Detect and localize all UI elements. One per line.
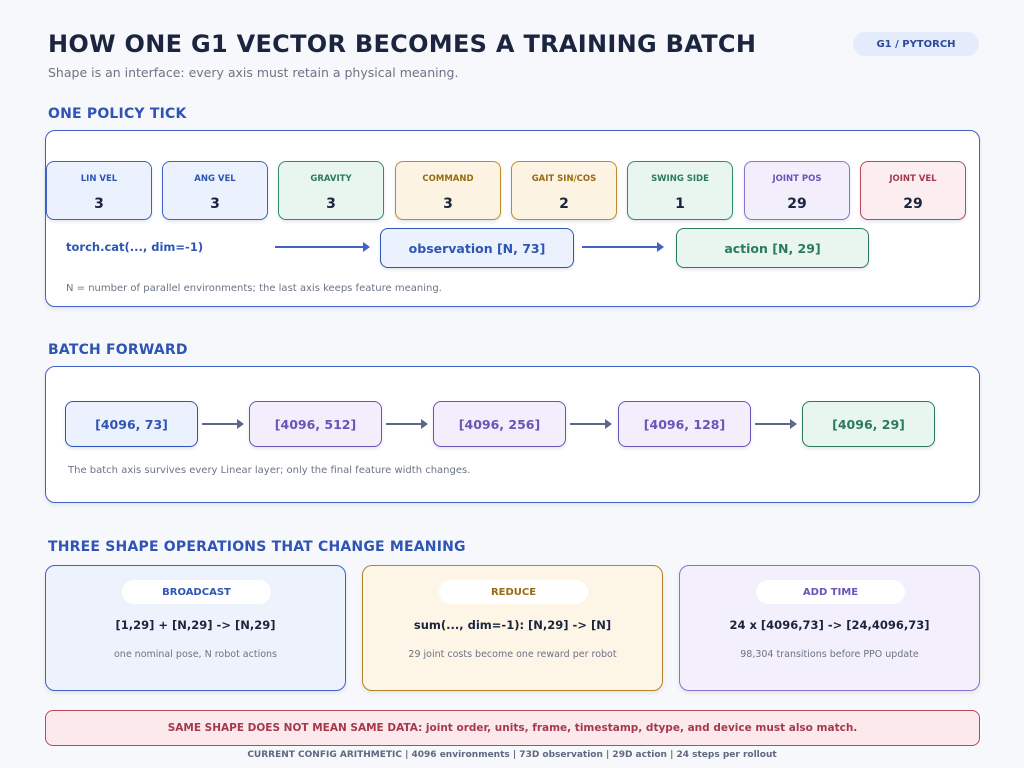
feature-joint-vel: JOINT VEL 29: [860, 161, 966, 220]
section-title-policy-tick: ONE POLICY TICK: [48, 106, 187, 122]
feature-swing-side: SWING SIDE 1: [627, 161, 733, 220]
feature-joint-pos: JOINT POS 29: [744, 161, 850, 220]
policy-tick-note: N = number of parallel environments; the…: [66, 283, 442, 294]
feature-ang-vel: ANG VEL 3: [162, 161, 268, 220]
concat-label: torch.cat(..., dim=-1): [66, 240, 204, 254]
feature-dim: 2: [559, 196, 569, 212]
section-title-batch-forward: BATCH FORWARD: [48, 342, 188, 358]
operation-card-reduce: REDUCE sum(..., dim=-1): [N,29] -> [N] 2…: [362, 565, 663, 691]
feature-name: COMMAND: [422, 174, 474, 184]
arrow-icon: [275, 242, 370, 252]
operation-expression: sum(..., dim=-1): [N,29] -> [N]: [413, 618, 612, 632]
page-title: HOW ONE G1 VECTOR BECOMES A TRAINING BAT…: [48, 30, 757, 58]
observation-box: observation [N, 73]: [380, 228, 574, 268]
feature-gravity: GRAVITY 3: [278, 161, 384, 220]
feature-name: GRAVITY: [310, 174, 352, 184]
operation-expression: [1,29] + [N,29] -> [N,29]: [115, 618, 276, 632]
feature-dim: 1: [675, 196, 685, 212]
feature-dim: 29: [787, 196, 807, 212]
operation-label: ADD TIME: [756, 580, 905, 604]
arrow-icon: [386, 419, 428, 429]
feature-dim: 3: [326, 196, 336, 212]
feature-dim: 29: [903, 196, 923, 212]
shape-box-hidden-256: [4096, 256]: [433, 401, 566, 447]
batch-forward-note: The batch axis survives every Linear lay…: [68, 465, 471, 476]
policy-tick-panel: LIN VEL 3 ANG VEL 3 GRAVITY 3 COMMAND 3 …: [45, 130, 980, 307]
feature-name: ANG VEL: [194, 174, 236, 184]
framework-tag: G1 / PYTORCH: [853, 32, 979, 56]
shape-box-hidden-128: [4096, 128]: [618, 401, 751, 447]
feature-lin-vel: LIN VEL 3: [46, 161, 152, 220]
arrow-icon: [582, 242, 664, 252]
batch-forward-panel: [4096, 73] [4096, 512] [4096, 256] [4096…: [45, 366, 980, 503]
feature-dim: 3: [443, 196, 453, 212]
feature-name: JOINT POS: [772, 174, 822, 184]
feature-name: GAIT SIN/COS: [531, 174, 597, 184]
operation-label: REDUCE: [439, 580, 588, 604]
feature-name: LIN VEL: [80, 174, 118, 184]
feature-dim: 3: [210, 196, 220, 212]
arrow-icon: [202, 419, 244, 429]
page-subtitle: Shape is an interface: every axis must r…: [48, 65, 459, 80]
operation-card-broadcast: BROADCAST [1,29] + [N,29] -> [N,29] one …: [45, 565, 346, 691]
feature-gait-sin-cos: GAIT SIN/COS 2: [511, 161, 617, 220]
operation-label: BROADCAST: [122, 580, 271, 604]
feature-command: COMMAND 3: [395, 161, 501, 220]
operation-expression: 24 x [4096,73] -> [24,4096,73]: [729, 618, 930, 632]
operation-card-add-time: ADD TIME 24 x [4096,73] -> [24,4096,73] …: [679, 565, 980, 691]
footer-config: CURRENT CONFIG ARITHMETIC | 4096 environ…: [247, 750, 777, 760]
warning-banner: SAME SHAPE DOES NOT MEAN SAME DATA: join…: [45, 710, 980, 746]
shape-box-hidden-512: [4096, 512]: [249, 401, 382, 447]
section-title-operations: THREE SHAPE OPERATIONS THAT CHANGE MEANI…: [48, 539, 466, 555]
shape-box-output: [4096, 29]: [802, 401, 935, 447]
arrow-icon: [755, 419, 797, 429]
action-box: action [N, 29]: [676, 228, 869, 268]
feature-dim: 3: [94, 196, 104, 212]
feature-name: JOINT VEL: [889, 174, 937, 184]
shape-box-input: [4096, 73]: [65, 401, 198, 447]
operation-description: 98,304 transitions before PPO update: [740, 649, 919, 660]
arrow-icon: [570, 419, 612, 429]
operation-description: 29 joint costs become one reward per rob…: [408, 649, 617, 660]
operation-description: one nominal pose, N robot actions: [113, 649, 278, 660]
feature-name: SWING SIDE: [651, 174, 709, 184]
